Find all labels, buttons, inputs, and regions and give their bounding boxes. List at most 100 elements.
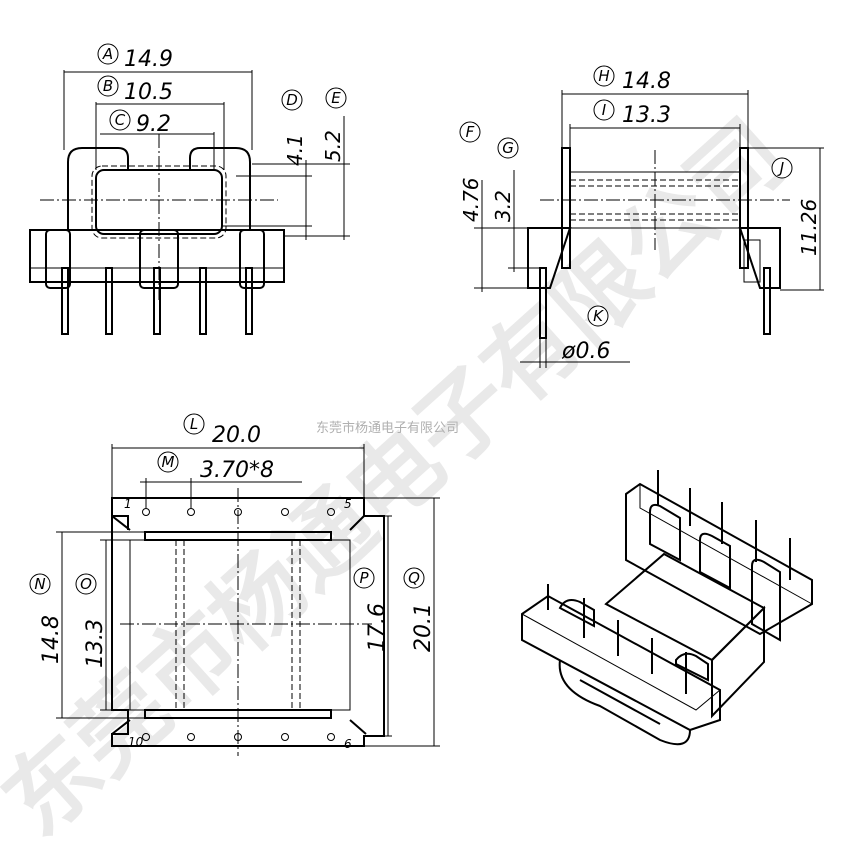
dim-f-value: 4.76 [459,177,483,222]
dim-e-value: 5.2 [321,130,345,162]
pin-hole-bottom-5 [327,733,335,741]
iso-far-slot-2 [699,532,731,590]
dim-j-letter: J [777,159,784,177]
dim-d-value: 4.1 [283,134,307,166]
bottom-chamfer-10 [111,719,131,735]
front-pin-1 [61,267,69,335]
dim-k-value: ø0.6 [561,339,610,364]
dim-p-letter: P [359,569,369,587]
dim-q-value: 20.1 [411,603,436,652]
side-leg-right-inner [743,239,761,283]
iso-far-slot-3 [751,558,781,642]
dim-o-letter: O [80,575,92,593]
isometric-view [521,470,813,746]
dim-h-letter: H [598,67,609,85]
iso-near-boss-2 [675,652,709,682]
pin-label-6: 6 [344,737,352,751]
bottom-chamfer-5 [349,515,365,531]
dim-m-letter: M [162,453,175,471]
dim-a-letter: A [102,45,113,63]
pin-hole-bottom-3 [234,733,242,741]
dim-k-letter: K [593,307,604,325]
dim-m-value: 3.70*8 [200,458,274,483]
dim-j-value: 11.26 [797,199,821,256]
pin-label-10: 10 [128,735,144,749]
front-leg-1 [45,229,71,289]
company-watermark: 东莞市杨通电子有限公司 [316,420,459,436]
dim-p-value: 17.6 [365,603,390,652]
dim-h-value: 14.8 [622,69,671,94]
dim-b-letter: B [103,77,113,95]
dim-o-value: 13.3 [83,619,108,668]
side-pin-right [763,267,771,335]
dim-c-letter: C [115,111,126,129]
dim-f-letter: F [466,123,475,141]
dim-b-circle [97,75,119,97]
side-view: H 14.8 I 13.3 F 4.76 G 3.2 J 11.26 [459,65,824,368]
pin-hole-top-3 [234,508,242,516]
front-pin-4 [199,267,207,335]
iso-far-flange [625,482,813,636]
dim-l-letter: L [190,415,198,433]
bottom-core [129,539,351,711]
front-pin-3 [153,267,161,335]
dim-d-circle [281,89,303,111]
dim-c-value: 9.2 [136,112,171,137]
dim-c-circle [109,109,131,131]
dim-g-letter: G [502,139,514,157]
dim-q-letter: Q [408,569,420,587]
dim-a-value: 14.9 [124,47,173,72]
dim-o-circle [75,573,97,595]
front-view: A 14.9 B 10.5 C 9.2 D 4.1 E 5.2 [29,43,350,335]
bottom-chamfer-1 [111,515,131,531]
iso-core-top [604,552,766,662]
dim-l-value: 20.0 [212,423,261,448]
dim-b-value: 10.5 [124,80,173,105]
dim-p-circle [353,567,375,589]
pin-label-5: 5 [344,497,352,511]
dim-i-letter: I [602,101,607,119]
dim-n-letter: N [34,575,45,593]
pin-hole-top-2 [187,508,195,516]
bottom-view: 1 5 10 6 L 20.0 M 3.70*8 N 14.8 O 13.3 [29,413,440,756]
pin-hole-bottom-2 [187,733,195,741]
pin-hole-top-4 [281,508,289,516]
dim-m-circle [157,451,179,473]
dim-i-value: 13.3 [622,103,671,128]
iso-near-flange [521,594,721,732]
iso-near-boss-1 [558,599,595,628]
dim-e-letter: E [331,89,341,107]
iso-near-flange-edge [521,613,721,711]
pin-hole-bottom-1 [142,733,150,741]
dim-f-circle [459,121,481,143]
pin-label-1: 1 [124,497,132,511]
bottom-corner-top [111,498,129,530]
dim-q-circle [403,567,425,589]
dim-j-circle [771,157,793,179]
dim-i-circle [593,99,615,121]
dim-l-circle [183,413,205,435]
bottom-chamfer-6 [349,719,367,735]
dim-e-circle [325,87,347,109]
side-leg-right [738,227,781,289]
front-pin-5 [245,267,253,335]
iso-core-side [711,605,765,719]
dim-k-circle [587,305,609,327]
iso-near-slot [579,679,661,725]
dim-g-circle [497,137,519,159]
iso-near-base [558,659,691,746]
dim-g-value: 3.2 [491,190,515,222]
front-pin-2 [105,267,113,335]
pin-hole-top-1 [142,508,150,516]
dim-a-circle [97,43,119,65]
side-pin-left [539,267,547,339]
dim-n-value: 14.8 [39,615,64,664]
iso-far-flange-edge [639,484,813,605]
pin-hole-top-5 [327,508,335,516]
dim-h-circle [593,65,615,87]
pin-hole-bottom-4 [281,733,289,741]
iso-far-slot-1 [649,503,681,562]
dim-n-circle [29,573,51,595]
